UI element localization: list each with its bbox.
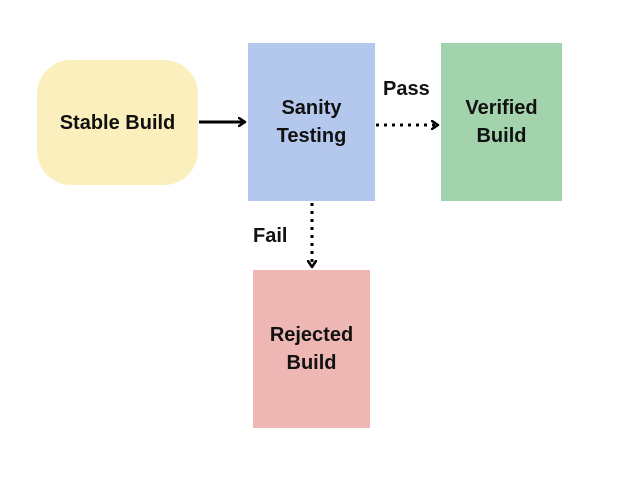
sanity-testing-node: Sanity Testing — [248, 43, 375, 201]
sanity-testing-label: Sanity Testing — [276, 97, 347, 147]
stable-build-label: Stable Build — [59, 111, 176, 134]
fail-edge-label: Fail — [253, 225, 288, 247]
rejected-build-node: Rejected Build — [253, 270, 370, 428]
verified-build-label: Verified Build — [465, 97, 538, 147]
pass-edge-label: Pass — [383, 78, 430, 100]
rejected-build-label: Rejected Build — [269, 324, 354, 374]
stable-build-node: Stable Build — [37, 60, 198, 185]
verified-build-node: Verified Build — [441, 43, 562, 201]
